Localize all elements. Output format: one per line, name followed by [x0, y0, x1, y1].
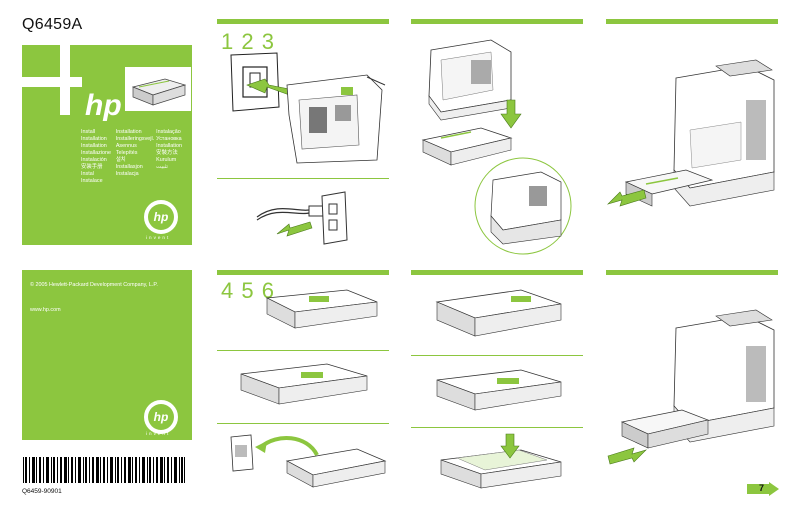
- panel-divider: [411, 355, 583, 356]
- panel-top-bar: [411, 19, 583, 24]
- tray-guides-step4-illustration: [265, 289, 378, 329]
- panel-divider: [217, 423, 389, 424]
- lang-item: Installasjon: [115, 164, 143, 170]
- lang-item: Instal: [81, 171, 94, 177]
- lang-item: Kurulum: [156, 157, 177, 163]
- hp-logo-text: hp: [85, 89, 122, 122]
- copyright-text: © 2005 Hewlett-Packard Development Compa…: [30, 282, 158, 288]
- panel-top-bar: [606, 270, 778, 275]
- website-text: www.hp.com: [30, 307, 61, 313]
- power-off-illustration: [230, 52, 386, 164]
- part-number: Q6459-90901: [22, 488, 62, 495]
- lift-printer-onto-tray-illustration: [421, 39, 572, 255]
- lang-item: Telepítés: [115, 150, 138, 156]
- insert-tray-illustration: [607, 309, 775, 465]
- hp-badge-icon: hp: [144, 400, 178, 434]
- panel-divider: [217, 178, 389, 179]
- step-numbers-top: 1 2 3: [221, 29, 275, 54]
- tray-thumbnail-icon: [131, 78, 187, 106]
- panel-top-bar: [606, 19, 778, 24]
- arrow-right-icon: [747, 482, 779, 496]
- lang-item: Instalação: [156, 129, 181, 135]
- lang-item: Установка: [156, 136, 182, 142]
- tray-guides-step5-illustration: [240, 363, 368, 405]
- lang-item: Installazione: [81, 150, 111, 156]
- lang-item: Installeringsvejl.: [115, 136, 155, 142]
- lang-item: Asennus: [115, 143, 137, 149]
- lang-item: Installation: [81, 136, 107, 142]
- step-numbers-bottom: 4 5 6: [221, 278, 275, 303]
- lang-item: تثبيت: [156, 164, 168, 170]
- lang-item: 安装手册: [81, 164, 103, 170]
- lang-item: Installation: [156, 143, 182, 149]
- panel-divider: [411, 427, 583, 428]
- invent-text: invent: [146, 235, 171, 240]
- page-number: 7: [759, 483, 765, 493]
- back-panel: © 2005 Hewlett-Packard Development Compa…: [22, 270, 192, 440]
- remove-tray-illustration: [606, 59, 775, 207]
- panel-top-bar: [217, 270, 389, 275]
- lang-item: 安裝方法: [156, 150, 178, 156]
- lang-item: Installation: [81, 143, 107, 149]
- lang-item: [116, 178, 154, 185]
- panel-divider: [217, 350, 389, 351]
- panel-top-bar: [411, 270, 583, 275]
- lang-item: Install: [81, 129, 96, 135]
- unplug-cord-illustration: [256, 191, 348, 245]
- model-code: Q6459A: [22, 16, 83, 33]
- barcode-graphic: [22, 457, 186, 483]
- lang-item: Instalacja: [115, 171, 139, 177]
- lang-item: [156, 171, 189, 178]
- tray-paper-guide-illustration: [435, 289, 562, 337]
- load-paper-illustration: [440, 433, 562, 489]
- invent-text: invent: [146, 431, 171, 436]
- hp-cross-graphic: [22, 45, 82, 115]
- lang-item: Instalación: [81, 157, 107, 163]
- next-page-arrow: 7: [747, 482, 779, 496]
- lang-item: Installation: [115, 129, 142, 135]
- hp-badge-icon: hp: [144, 200, 178, 234]
- language-list: Install Installation Instalação Installa…: [81, 129, 189, 185]
- panel-top-bar: [217, 19, 389, 24]
- tray-extend-step6-illustration: [230, 434, 387, 488]
- cover-panel: hp Install Installation Instalação Insta…: [22, 45, 192, 245]
- tray-width-guide-illustration: [436, 369, 562, 411]
- product-thumbnail: [125, 67, 191, 111]
- lang-item: 설치: [115, 157, 126, 163]
- lang-item: Instalace: [81, 178, 103, 184]
- lang-item: [156, 178, 189, 185]
